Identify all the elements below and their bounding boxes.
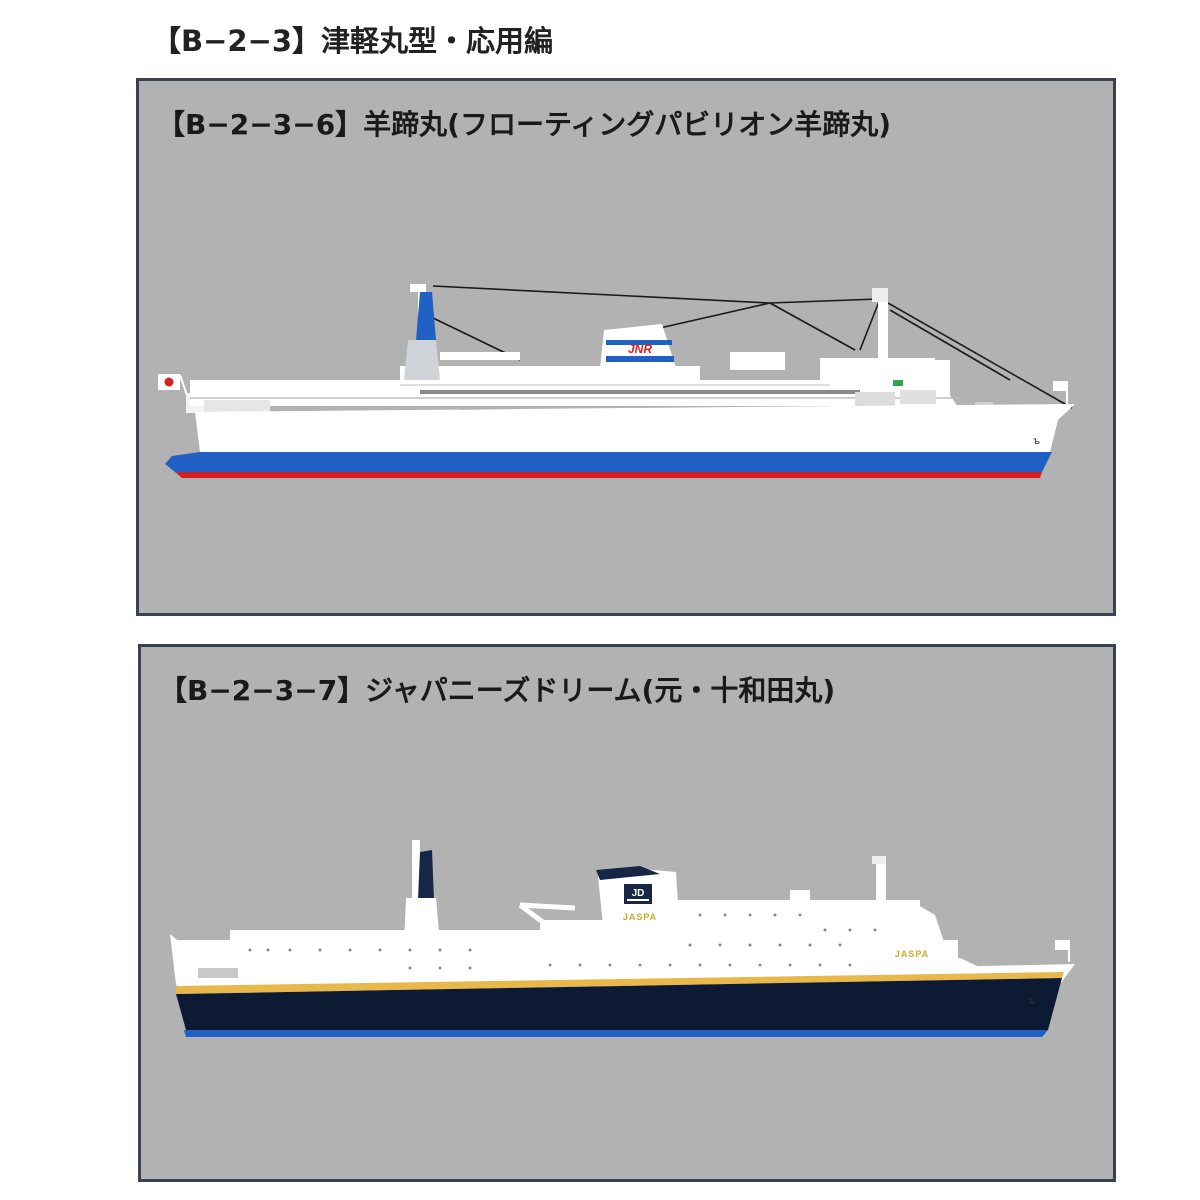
ship-panel-yotei-maru: 【B−2−3−6】羊蹄丸(フローティングパビリオン羊蹄丸): [136, 78, 1116, 616]
bow-flag-icon-2: [1055, 940, 1069, 950]
funnel-jnr: JNR: [600, 324, 676, 368]
ship-illustration-japanese-dream: JASPA JD JASPA ъ: [170, 840, 1075, 1037]
fore-mast-2: [872, 856, 886, 912]
funnel-jd: JD JASPA: [596, 866, 680, 935]
aft-mast: [404, 284, 440, 380]
funnel-text-jaspa: JASPA: [623, 912, 657, 922]
ship-panel-japanese-dream: 【B−2−3−7】ジャパニーズドリーム(元・十和田丸): [138, 644, 1116, 1182]
panel-title-japanese-dream: 【B−2−3−7】ジャパニーズドリーム(元・十和田丸): [159, 674, 836, 707]
portholes-jd: [248, 913, 877, 970]
hull-yotei: ъ: [165, 404, 1075, 478]
japan-flag-icon: [158, 374, 189, 399]
panel-title-yotei-maru: 【B−2−3−6】羊蹄丸(フローティングパビリオン羊蹄丸): [157, 108, 892, 141]
bow-flag-icon: [1053, 381, 1067, 391]
side-name-jaspa: JASPA: [895, 949, 929, 959]
bow-mark: ъ: [1033, 436, 1040, 447]
bow-mark-2: ъ: [1028, 996, 1035, 1007]
fore-mast: [872, 288, 903, 386]
ship-illustration-yotei-maru: JNR ъ: [158, 284, 1075, 478]
aft-mast-2: [404, 840, 440, 944]
funnel-badge-jd: JD: [632, 888, 645, 899]
hull-jd: ъ: [176, 964, 1075, 1037]
page-title: 【B−2−3】津軽丸型・応用編: [152, 24, 554, 58]
funnel-logo-jnr: JNR: [628, 342, 652, 356]
rigging-wires: [432, 285, 1073, 409]
